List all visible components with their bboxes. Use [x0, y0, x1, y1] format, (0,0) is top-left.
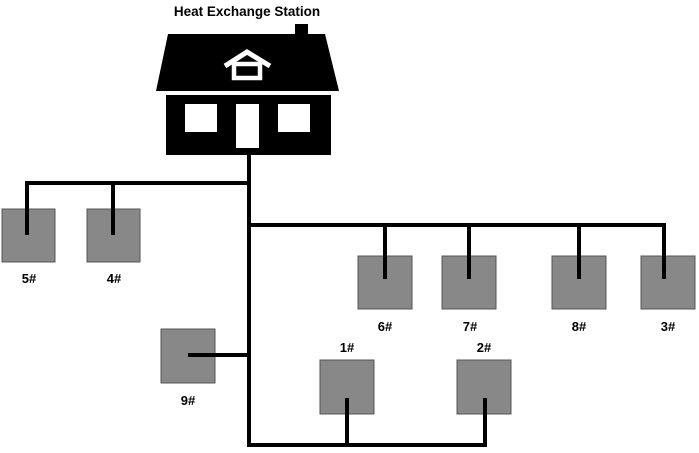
right-window [278, 104, 310, 132]
house-outline-icon [223, 49, 272, 81]
label-3: 3# [661, 319, 676, 334]
label-7: 7# [463, 319, 478, 334]
label-2: 2# [477, 340, 492, 355]
label-8: 8# [572, 319, 587, 334]
heat-exchange-station-house-icon [156, 24, 339, 155]
label-1: 1# [340, 340, 355, 355]
diagram-title: Heat Exchange Station [174, 4, 320, 19]
substation-7 [441, 255, 497, 310]
label-6: 6# [378, 319, 393, 334]
substation-3 [640, 255, 696, 310]
left-window [185, 104, 217, 132]
label-4: 4# [107, 271, 122, 286]
label-5: 5# [22, 271, 37, 286]
substations [1, 207, 696, 416]
label-9: 9# [181, 393, 196, 408]
door [236, 104, 259, 148]
station-labels: 5# 4# 6# 7# 8# 3# 9# 1# 2# [22, 271, 676, 408]
